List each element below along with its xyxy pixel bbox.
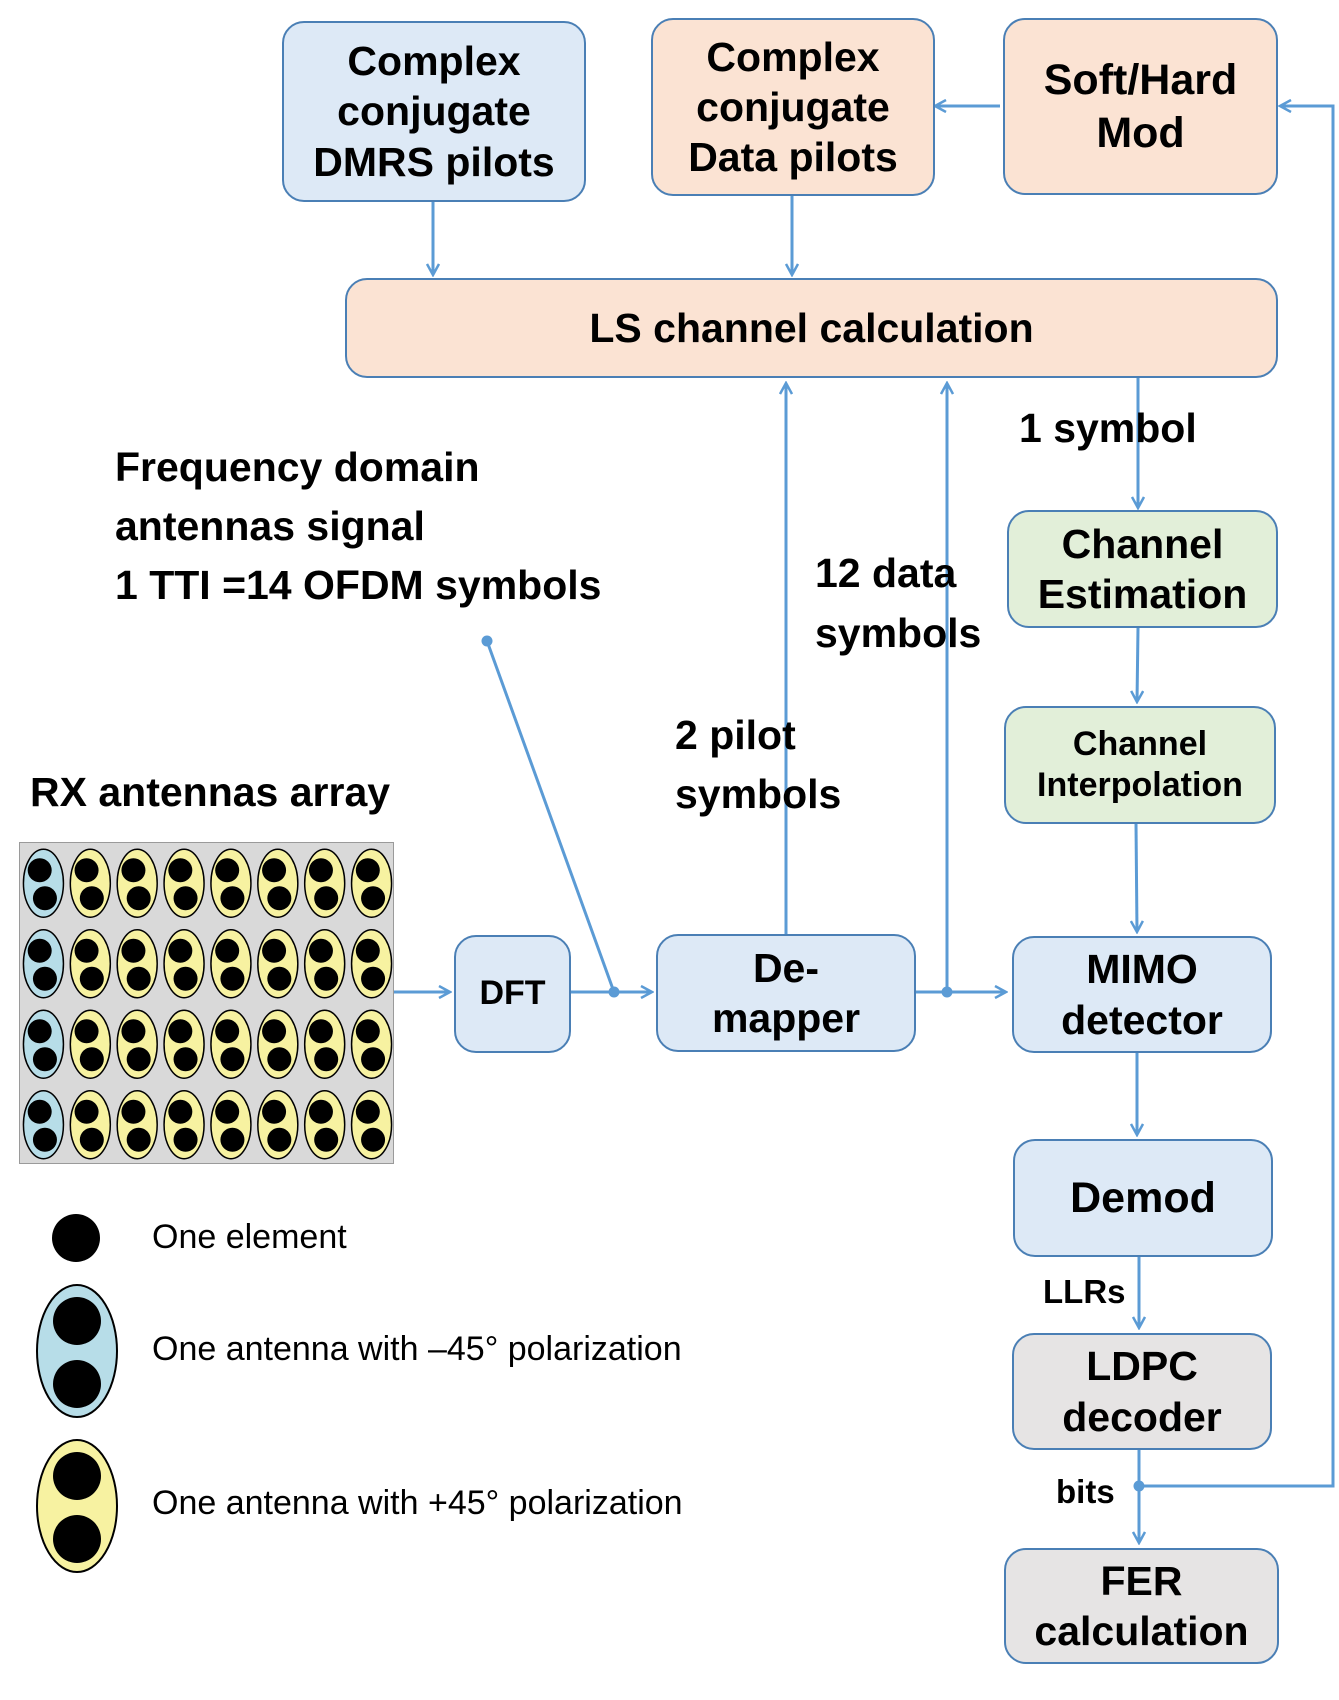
antenna-element: [69, 1090, 112, 1160]
antenna-element: [210, 1009, 252, 1079]
arrow-chinterp-to-mimo: [1136, 822, 1137, 932]
junction-dot: [941, 986, 953, 998]
antenna-element: [350, 848, 393, 918]
junction-dot: [1133, 1480, 1145, 1492]
antenna-element: [22, 1009, 65, 1079]
complex-conjugate-data-pilots-block: Complex conjugate Data pilots: [651, 18, 935, 196]
legend-plus45-text: One antenna with +45° polarization: [152, 1484, 683, 1522]
data-symbols-label: 12 data symbols: [815, 550, 982, 656]
ls-channel-calculation-block: LS channel calculation: [345, 278, 1278, 378]
antenna-element: [116, 848, 158, 918]
complex-conjugate-dmrs-pilots-block: Complex conjugate DMRS pilots: [282, 21, 586, 202]
antenna-element: [350, 1009, 393, 1079]
antenna-element: [257, 1090, 299, 1160]
antenna-element: [257, 848, 299, 918]
antenna-element: [163, 1009, 205, 1079]
pilot-symbols-label: 2 pilot symbols: [675, 712, 842, 817]
mimo-detector-block: MIMO detector: [1012, 936, 1272, 1053]
arrow-chest-to-chinterp: [1137, 627, 1138, 702]
antenna-element: [303, 929, 346, 999]
ldpc-decoder-block: LDPC decoder: [1012, 1333, 1272, 1450]
pointer-freq-label: [485, 640, 616, 993]
antenna-element: [22, 848, 65, 918]
antenna-element: [69, 1009, 112, 1079]
antenna-element: [69, 929, 112, 999]
antenna-element: [163, 1090, 205, 1160]
antenna-element: [350, 1090, 393, 1160]
demapper-block: De- mapper: [656, 934, 916, 1052]
antenna-element: [116, 1090, 158, 1160]
antenna-element: [303, 1009, 346, 1079]
soft-hard-mod-block: Soft/Hard Mod: [1003, 18, 1278, 195]
antenna-element: [116, 1009, 158, 1079]
legend-symbols: [36, 1214, 118, 1573]
antenna-element: [69, 848, 112, 918]
dft-block: DFT: [454, 935, 571, 1053]
legend-minus45-text: One antenna with –45° polarization: [152, 1330, 682, 1368]
channel-interpolation-block: Channel Interpolation: [1004, 706, 1276, 824]
antenna-element: [22, 929, 65, 999]
junction-dot: [608, 986, 620, 998]
antenna-element: [303, 848, 346, 918]
rx-antennas-array-label: RX antennas array: [30, 769, 391, 815]
antenna-element: [210, 1090, 252, 1160]
one-symbol-label: 1 symbol: [1019, 405, 1197, 451]
antenna-element: [116, 929, 158, 999]
minus45-antenna-legend-icon: [36, 1284, 118, 1418]
feedback-bits-to-softhard: [1139, 106, 1335, 1488]
element-legend-icon: [52, 1214, 100, 1262]
antenna-element: [257, 1009, 299, 1079]
antenna-element: [22, 1090, 65, 1160]
junction-dot: [481, 635, 493, 647]
llrs-label: LLRs: [1043, 1273, 1126, 1310]
frequency-domain-signal-label: Frequency domain antennas signal 1 TTI =…: [115, 444, 602, 608]
bits-label: bits: [1056, 1473, 1115, 1510]
antenna-element: [163, 848, 205, 918]
antenna-element: [163, 929, 205, 999]
legend-one-element-text: One element: [152, 1218, 347, 1256]
fer-calculation-block: FER calculation: [1004, 1548, 1279, 1664]
antenna-element: [210, 848, 252, 918]
channel-estimation-block: Channel Estimation: [1007, 510, 1278, 628]
antenna-grid: [22, 848, 393, 1160]
antenna-element: [303, 1090, 346, 1160]
plus45-antenna-legend-icon: [36, 1439, 118, 1573]
rx-antenna-array: [19, 842, 394, 1164]
antenna-element: [210, 929, 252, 999]
antenna-element: [257, 929, 299, 999]
antenna-element: [350, 929, 393, 999]
demod-block: Demod: [1013, 1139, 1273, 1257]
